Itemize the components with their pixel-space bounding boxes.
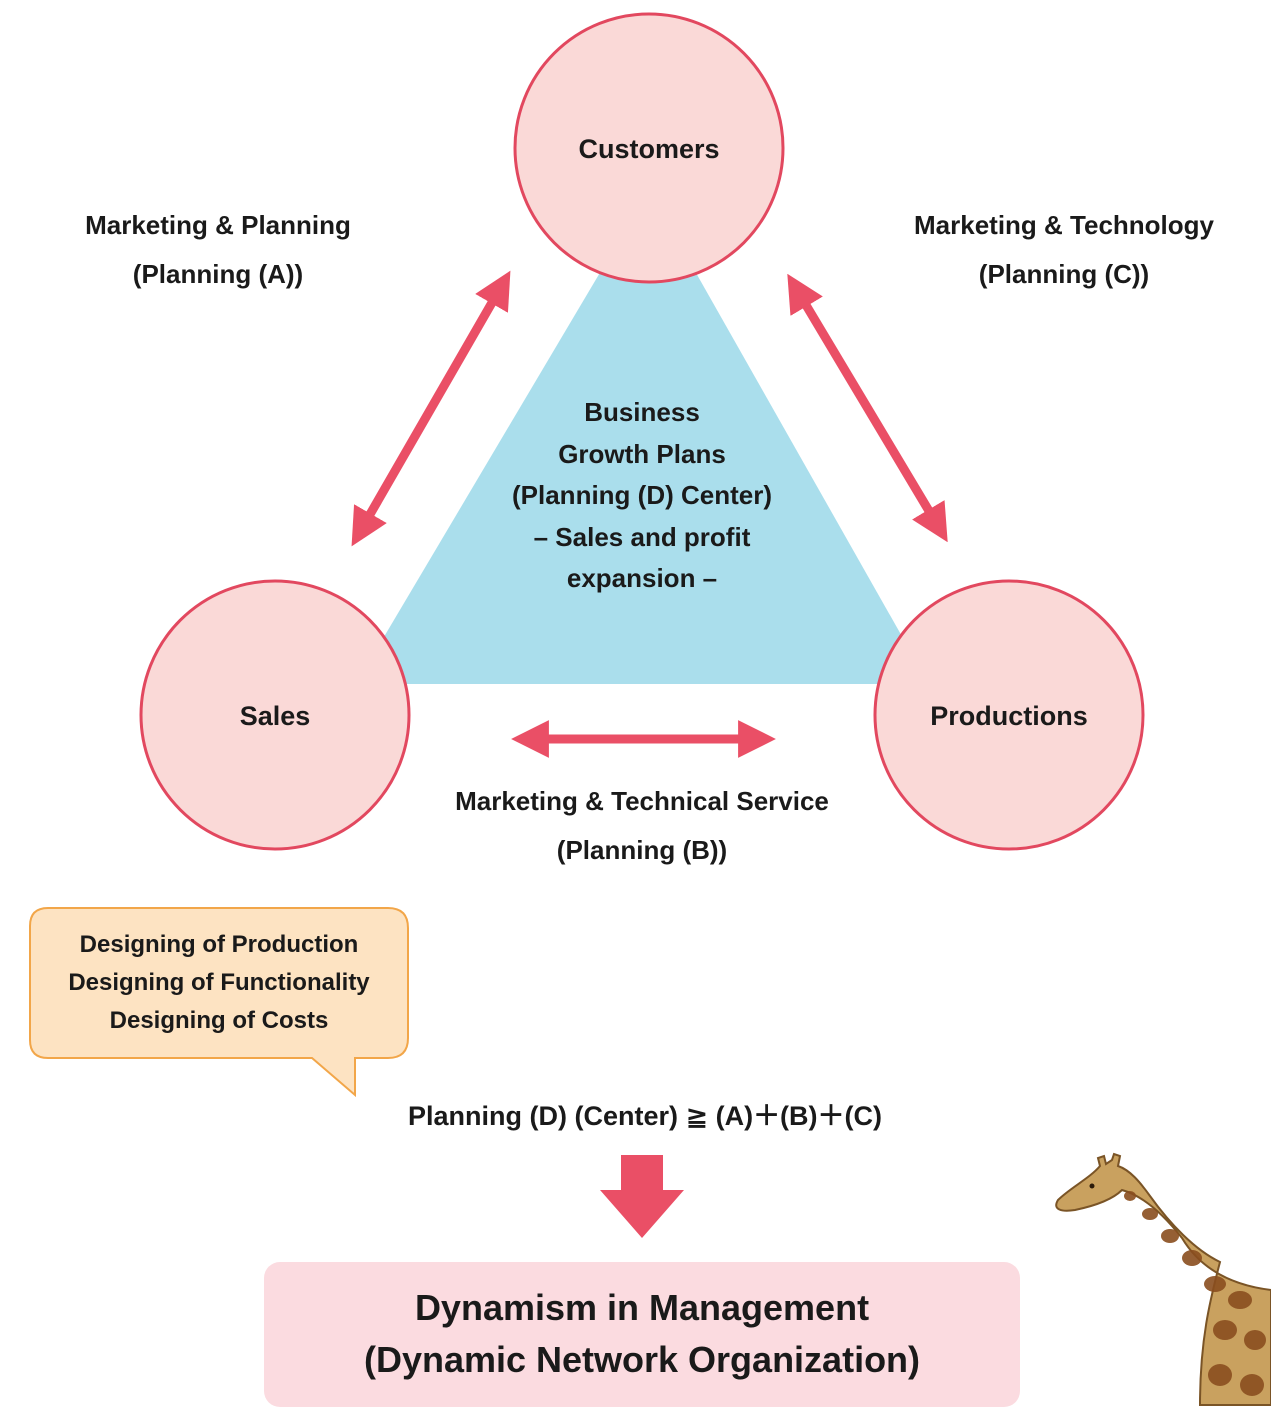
callout-line-functionality: Designing of Functionality [68,969,370,996]
down-arrow [600,1155,684,1238]
link-b-title: Marketing & Technical Service [455,786,829,816]
link-b-subtitle: (Planning (B)) [557,835,727,865]
center-line-2: Growth Plans [558,439,726,469]
link-a-title: Marketing & Planning [85,210,351,240]
link-c-title: Marketing & Technology [914,210,1215,240]
sales-label: Sales [240,701,311,731]
callout-line-production: Designing of Production [79,931,359,958]
planning-formula: Planning (D) (Center) ≧ (A)＋(B)＋(C) [407,1101,883,1131]
arrow-planning-c [787,273,948,543]
productions-node [873,579,1145,851]
customers-node [513,12,785,284]
center-line-1: Business [584,397,700,427]
callout-text: Designing of Production Designing of Fun… [30,926,408,1040]
result-box: Dynamism in Management (Dynamic Network … [264,1262,1020,1407]
giraffe-illustration [1055,1152,1271,1406]
growth-plans-triangle [356,190,929,684]
result-title: Dynamism in Management [414,1287,870,1328]
customers-label: Customers [578,134,719,164]
callout-bubble [29,907,409,1098]
sales-node [139,579,411,851]
callout-line-costs: Designing of Costs [109,1007,329,1034]
center-line-3: (Planning (D) Center) [512,480,772,510]
link-c-subtitle: (Planning (C)) [979,259,1149,289]
center-line-5: expansion – [567,563,717,593]
result-subtitle: (Dynamic Network Organization) [363,1339,921,1380]
center-line-4: – Sales and profit [534,522,751,552]
productions-label: Productions [930,701,1088,731]
link-a-subtitle: (Planning (A)) [133,259,303,289]
arrow-planning-a [351,270,511,547]
